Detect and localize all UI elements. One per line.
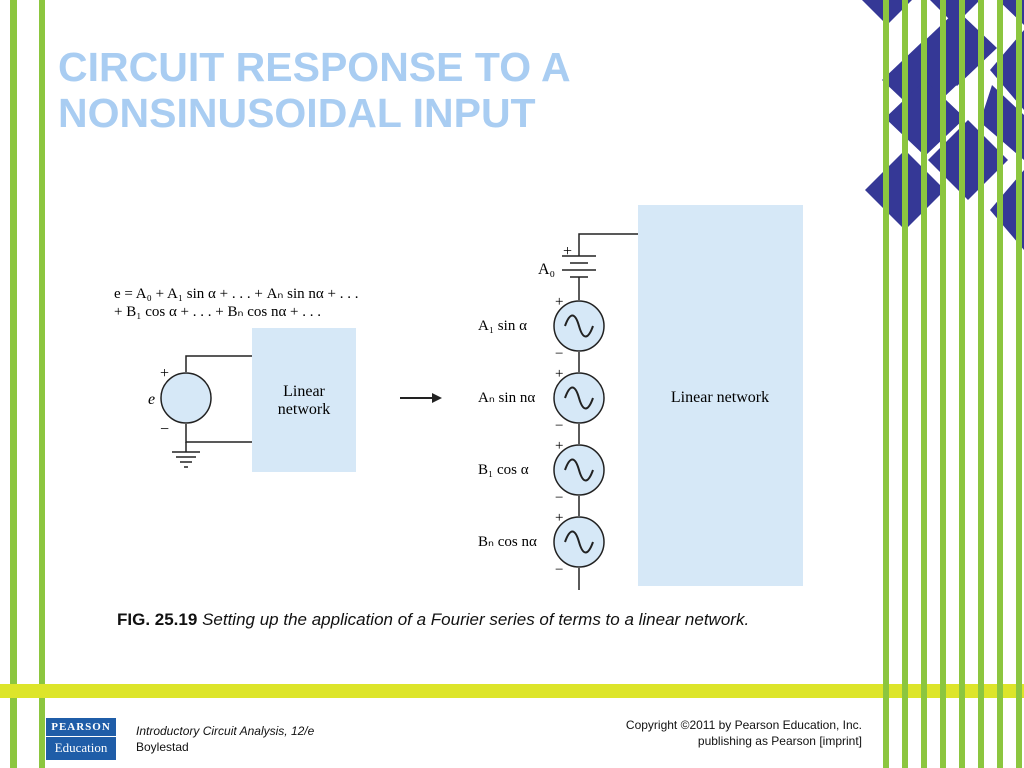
left-minus: − — [160, 421, 169, 438]
svg-text:−: − — [555, 490, 563, 506]
svg-text:+: + — [555, 510, 563, 526]
arrow-head — [432, 393, 442, 403]
svg-text:+: + — [555, 366, 563, 382]
copyright-line: Copyright ©2011 by Pearson Education, In… — [625, 718, 862, 732]
title-line-2: NONSINUSOIDAL INPUT — [58, 90, 536, 136]
svg-text:−: − — [555, 346, 563, 362]
left-linear-network — [252, 328, 356, 472]
footer-copyright: Copyright ©2011 by Pearson Education, In… — [626, 717, 862, 749]
right-linear-network — [638, 205, 803, 586]
pearson-logo: PEARSON Education — [46, 718, 116, 760]
publisher-line: publishing as Pearson [imprint] — [697, 734, 862, 748]
source-label-a1: A₁ sin α — [478, 318, 527, 334]
book-author: Boylestad — [136, 740, 189, 754]
svg-text:−: − — [555, 418, 563, 434]
equation-line-1: e = A₀ + A₁ sin α + . . . + Aₙ sin nα + … — [114, 286, 358, 302]
left-stripe-inner — [39, 0, 45, 768]
source-label-bn: Bₙ cos nα — [478, 534, 537, 550]
ac-source-1: + − A₁ sin α — [478, 294, 605, 362]
right-network-label: Linear network — [671, 389, 769, 406]
ac-source-4: + − Bₙ cos nα — [478, 510, 605, 578]
svg-text:+: + — [555, 294, 563, 310]
left-network-label-2: network — [278, 401, 330, 418]
svg-text:+: + — [555, 438, 563, 454]
figure-text: Setting up the application of a Fourier … — [202, 610, 750, 629]
source-label-b1: B₁ cos α — [478, 462, 529, 478]
book-title: Introductory Circuit Analysis, 12/e — [136, 724, 315, 738]
equation-line-2: + B₁ cos α + . . . + Bₙ cos nα + . . . — [114, 304, 321, 320]
bottom-band — [0, 684, 1024, 698]
figure-number: FIG. 25.19 — [117, 610, 198, 629]
left-stripe — [10, 0, 17, 768]
slide-title: CIRCUIT RESPONSE TO A NONSINUSOIDAL INPU… — [58, 44, 838, 136]
title-line-1: CIRCUIT RESPONSE TO A — [58, 44, 571, 90]
right-stripes — [883, 0, 1022, 768]
left-network-label-1: Linear — [283, 383, 325, 400]
ac-source-3: + − B₁ cos α — [478, 438, 605, 506]
logo-top: PEARSON — [46, 718, 116, 737]
logo-bottom: Education — [54, 740, 108, 755]
source-label-an: Aₙ sin nα — [478, 390, 535, 406]
left-plus: + — [160, 365, 169, 382]
footer-book-info: Introductory Circuit Analysis, 12/e Boyl… — [136, 723, 314, 755]
figure-caption: FIG. 25.19 Setting up the application of… — [117, 608, 797, 631]
dc-source-label: A₀ — [538, 261, 555, 278]
voltage-source-e — [160, 372, 212, 424]
svg-text:−: − — [555, 562, 563, 578]
ac-source-2: + − Aₙ sin nα — [478, 366, 605, 434]
source-label-e: e — [148, 391, 155, 408]
dc-plus: + — [563, 243, 572, 260]
